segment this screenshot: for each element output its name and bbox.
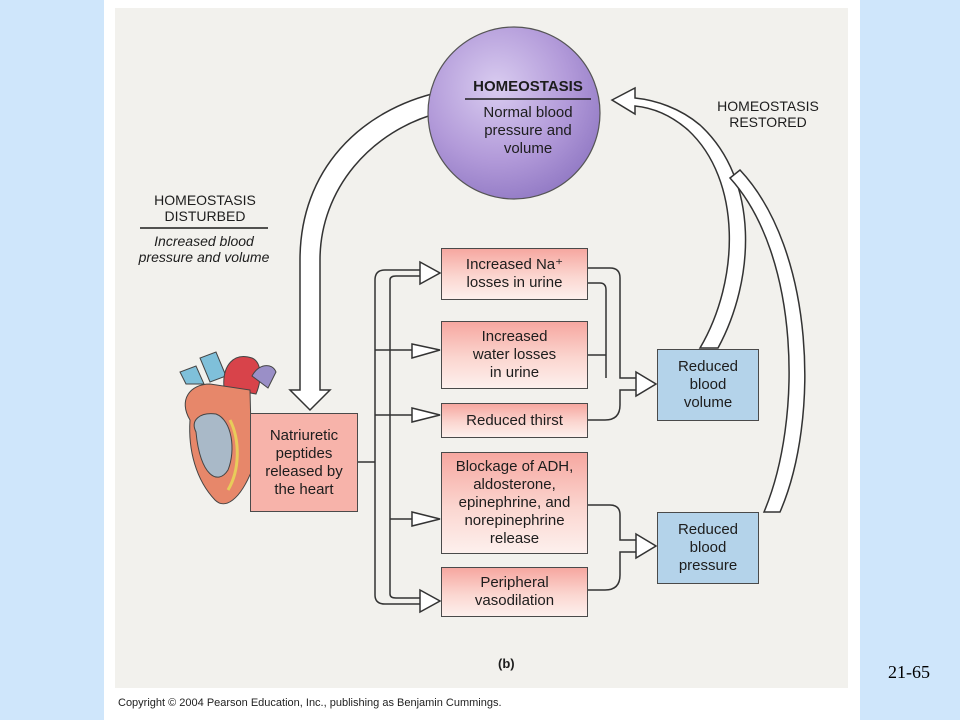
disturbance-arrow (288, 91, 443, 412)
heart-illustration (179, 351, 277, 505)
figure-tag: (b) (498, 656, 515, 671)
homeostasis-circle (427, 26, 601, 200)
effect-box-vasodilation: Peripheral vasodilation (441, 567, 588, 617)
branch-arrowheads (375, 260, 442, 614)
homeostasis-subtitle: Normal blood pressure and volume (483, 104, 573, 157)
slide-number: 21-65 (888, 662, 930, 682)
outcome-box-reduced-pressure: Reduced blood pressure (657, 512, 759, 584)
branch-connectors (358, 269, 422, 605)
converge-connectors (588, 267, 636, 591)
copyright-text: Copyright © 2004 Pearson Education, Inc.… (118, 697, 502, 709)
effect-box-sodium-loss: Increased Na⁺ losses in urine (441, 248, 588, 300)
converge-arrowheads (635, 370, 658, 560)
disturbed-title: HOMEOSTASIS DISTURBED (154, 192, 256, 224)
effect-box-reduced-thirst: Reduced thirst (441, 403, 588, 438)
effect-box-water-loss: Increased water losses in urine (441, 321, 588, 389)
restored-arrows (610, 86, 806, 513)
natriuretic-peptides-box: Natriuretic peptides released by the hea… (250, 413, 358, 512)
outcome-box-reduced-volume: Reduced blood volume (657, 349, 759, 421)
disturbed-detail: Increased blood pressure and volume (138, 233, 270, 265)
restored-label: HOMEOSTASIS RESTORED (717, 98, 819, 130)
homeostasis-title: HOMEOSTASIS (473, 78, 583, 95)
effect-box-hormone-blockage: Blockage of ADH, aldosterone, epinephrin… (441, 452, 588, 554)
